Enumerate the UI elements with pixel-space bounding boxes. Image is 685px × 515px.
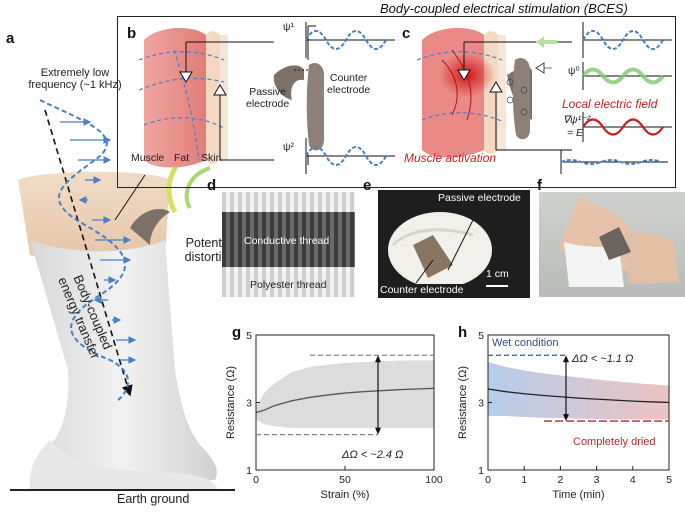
x-axis-label: Time (min) bbox=[552, 489, 604, 501]
delta-annotation: ΔΩ < ~1.1 Ω bbox=[571, 353, 633, 365]
x-tick-label: 1 bbox=[521, 474, 527, 486]
x-tick-label: 4 bbox=[630, 474, 636, 486]
psi2-waveform bbox=[305, 138, 395, 174]
y-axis-label: Resistance (Ω) bbox=[457, 366, 469, 439]
y-tick-label: 1 bbox=[246, 465, 252, 477]
psi2-label: ψ² bbox=[283, 141, 294, 153]
psi1-waveform-c bbox=[582, 22, 672, 58]
psi0-waveform bbox=[581, 62, 672, 90]
delta-arrow-head-down bbox=[563, 414, 569, 422]
y-axis-label: Resistance (Ω) bbox=[225, 366, 237, 439]
panel-letter-g: g bbox=[232, 324, 242, 341]
passive-electrode-label: Passive electrode bbox=[246, 86, 290, 110]
delta-arrow-head-up bbox=[375, 355, 381, 363]
x-axis-label: Strain (%) bbox=[321, 489, 370, 501]
panel-letter-c: c bbox=[402, 25, 411, 42]
y-tick-label: 3 bbox=[478, 398, 484, 410]
local-field-label: Local electric field bbox=[562, 97, 658, 111]
wearing-sock-photo bbox=[539, 192, 685, 297]
earth-ground-label: Earth ground bbox=[117, 492, 190, 506]
panel-letter-b: b bbox=[127, 25, 137, 42]
series-line bbox=[487, 388, 670, 404]
psi1-waveform bbox=[305, 22, 395, 58]
muscle-label: Muscle bbox=[131, 152, 165, 164]
delta-annotation: ΔΩ < ~2.4 Ω bbox=[341, 449, 403, 461]
x-tick-label: 50 bbox=[339, 474, 351, 486]
equation-line2: = E bbox=[567, 127, 584, 139]
y-tick-label: 1 bbox=[478, 465, 484, 477]
psi2-waveform-c bbox=[560, 150, 668, 174]
polyester-thread-label: Polyester thread bbox=[250, 279, 327, 291]
panel-letter-d: d bbox=[207, 177, 217, 194]
psi0-label: ψ⁰ bbox=[568, 65, 580, 77]
counter-electrode-label: Counter electrode bbox=[327, 72, 371, 96]
delta-arrow-head-down bbox=[375, 427, 381, 435]
scale-bar-label: 1 cm bbox=[486, 268, 509, 280]
panel-c-diagram bbox=[412, 20, 577, 185]
dried-condition-label: Completely dried bbox=[573, 436, 656, 448]
skin-label: Skin bbox=[201, 152, 222, 164]
fat-label: Fat bbox=[174, 152, 190, 164]
sock-electrode-photo: Passive electrode Counter electrode 1 cm bbox=[378, 190, 530, 298]
wet-condition-label: Wet condition bbox=[492, 337, 558, 349]
knit-photo: Conductive thread Polyester thread bbox=[222, 192, 355, 297]
panel-letter-a: a bbox=[6, 30, 15, 47]
x-tick-label: 5 bbox=[666, 474, 672, 486]
x-tick-label: 0 bbox=[253, 474, 259, 486]
y-tick-label: 5 bbox=[246, 330, 252, 342]
y-tick-label: 3 bbox=[246, 398, 252, 410]
confidence-band bbox=[256, 360, 434, 428]
x-tick-label: 3 bbox=[594, 474, 600, 486]
low-frequency-label: Extremely low frequency (~1 kHz) bbox=[28, 67, 122, 91]
x-tick-label: 100 bbox=[425, 474, 443, 486]
conductive-thread-label: Conductive thread bbox=[244, 235, 330, 247]
delta-arrow-head-up bbox=[563, 355, 569, 363]
bces-box bbox=[117, 16, 676, 188]
electric-field-waveform bbox=[582, 112, 672, 142]
y-tick-label: 5 bbox=[478, 330, 484, 342]
panel-letter-f: f bbox=[537, 177, 542, 194]
x-tick-label: 0 bbox=[485, 474, 491, 486]
series-line bbox=[255, 387, 435, 414]
panel-letter-e: e bbox=[363, 177, 372, 194]
confidence-band bbox=[488, 362, 669, 420]
panel-b-diagram bbox=[124, 20, 394, 185]
panel-letter-h: h bbox=[458, 324, 468, 341]
psi1-label: ψ¹ bbox=[283, 21, 294, 33]
muscle-activation-label: Muscle activation bbox=[404, 151, 497, 165]
passive-electrode-photo-label: Passive electrode bbox=[438, 192, 521, 204]
counter-electrode-photo-label: Counter electrode bbox=[380, 284, 464, 296]
x-tick-label: 2 bbox=[557, 474, 563, 486]
figure-title: Body-coupled electrical stimulation (BCE… bbox=[380, 1, 628, 16]
